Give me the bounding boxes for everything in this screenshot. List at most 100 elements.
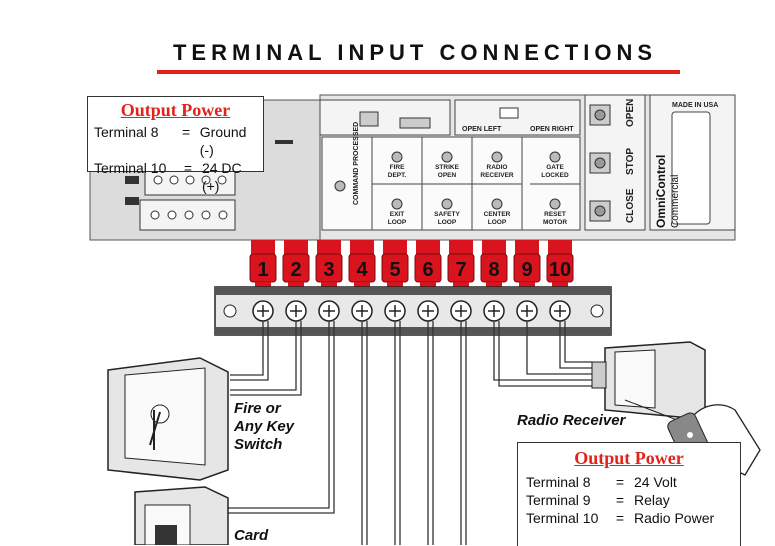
terminal-number: 5 [389,259,400,281]
wire [230,321,264,376]
panel-button-stop[interactable]: STOP [589,148,636,175]
panel-button-close[interactable]: CLOSE [589,188,636,223]
radio-receiver-label: Radio Receiver [517,412,626,429]
terminal-number: 7 [455,259,466,281]
indicator-label: LOCKED [541,172,569,179]
indicator-label: MOTOR [543,219,567,226]
page-title: TERMINAL INPUT CONNECTIONS [172,40,658,65]
wire [493,321,592,381]
terminal-number: 3 [323,259,334,281]
key-switch-label: Fire or Any Key Switch [234,400,295,453]
terminal-screw[interactable] [285,300,307,322]
terminal-number: 6 [422,259,433,281]
terminal-screw[interactable] [384,300,406,322]
indicator-label: LOOP [388,219,407,226]
key-switch [107,357,229,481]
terminal-number: 10 [549,259,571,281]
terminal-screw[interactable] [318,300,340,322]
radio-receiver-device [591,341,706,426]
output-power-left-box: Output Power Terminal 8=Ground (-)Termin… [87,96,264,194]
wire [564,321,592,363]
command-processed-led [334,180,346,192]
terminal-value: Ground (-) [199,124,247,158]
indicator-label: FIRE [390,164,405,171]
indicator-label: RESET [544,211,566,218]
indicator-label: OPEN [438,172,457,179]
terminal-screw[interactable] [483,300,505,322]
terminal-label: Terminal 10 [526,510,599,526]
output-power-left-heading: Output Power [120,100,231,120]
terminal-tag: 2 [282,240,310,288]
strip-mount-left [223,304,237,318]
made-in-label: MADE IN USA [672,102,718,109]
brand-name: OmniControl [654,155,668,228]
panel-button-open[interactable]: OPEN [589,99,636,127]
terminal-label: Terminal 10 [94,160,167,176]
wire [230,321,297,391]
output-power-row: Terminal 9 = Relay [526,491,740,509]
card-reader [134,486,229,545]
indicator-label: RECEIVER [480,172,514,179]
output-power-row: Terminal 8=Ground (-) [94,123,263,159]
output-power-row: Terminal 10 = Radio Power [526,509,740,527]
terminal-screw[interactable] [351,300,373,322]
indicator-label: SAFETY [434,211,460,218]
terminal-number: 4 [356,259,368,281]
equals-sign: = [615,492,625,508]
terminal-tag: 8 [480,240,508,288]
wire [526,321,592,375]
indicator-label: DEPT. [388,172,407,179]
output-power-right-heading: Output Power [574,448,684,468]
terminal-number: 2 [290,259,301,281]
terminal-tag: 7 [447,240,475,288]
output-power-row: Terminal 10 = 24 DC (+) [94,159,263,195]
terminal-number: 9 [521,259,532,281]
terminal-value: 24 Volt [634,474,677,490]
terminal-screw[interactable] [450,300,472,322]
equals-sign: = [615,510,625,526]
open-right-label: OPEN RIGHT [530,126,574,133]
equals-sign: = [183,160,193,176]
terminal-value: Radio Power [634,510,715,526]
indicator-label: RADIO [487,164,508,171]
terminal-screw[interactable] [252,300,274,322]
indicator-label: LOOP [488,219,507,226]
command-processed-label: COMMAND PROCESSED [353,122,360,205]
panel-button-label: STOP [625,148,636,175]
terminal-tag: 5 [381,240,409,288]
open-left-label: OPEN LEFT [462,126,502,133]
output-power-row: Terminal 8 = 24 Volt [526,473,740,491]
indicator-label: GATE [546,164,564,171]
equals-sign: = [181,124,191,140]
terminal-number: 1 [257,259,268,281]
terminal-tag: 3 [315,240,343,288]
terminal-label: Terminal 8 [526,474,591,490]
terminal-tag: 6 [414,240,442,288]
terminal-tag: 4 [348,240,376,288]
card-label: Card [234,527,269,544]
terminal-value: 24 DC (+) [201,160,242,194]
wire [230,321,269,381]
panel-button-label: CLOSE [625,188,636,223]
terminal-label: Terminal 9 [526,492,591,508]
terminal-screw[interactable] [417,300,439,322]
equals-sign: = [615,474,625,490]
terminal-tag: 10 [546,240,574,288]
strip-mount-right [590,304,604,318]
wire [498,321,592,387]
terminal-value: Relay [634,492,670,508]
terminal-number: 8 [488,259,499,281]
terminal-screw[interactable] [549,300,571,322]
brand-sub: Commercial [670,175,681,228]
terminal-screw[interactable] [516,300,538,322]
indicator-label: STRIKE [435,164,460,171]
